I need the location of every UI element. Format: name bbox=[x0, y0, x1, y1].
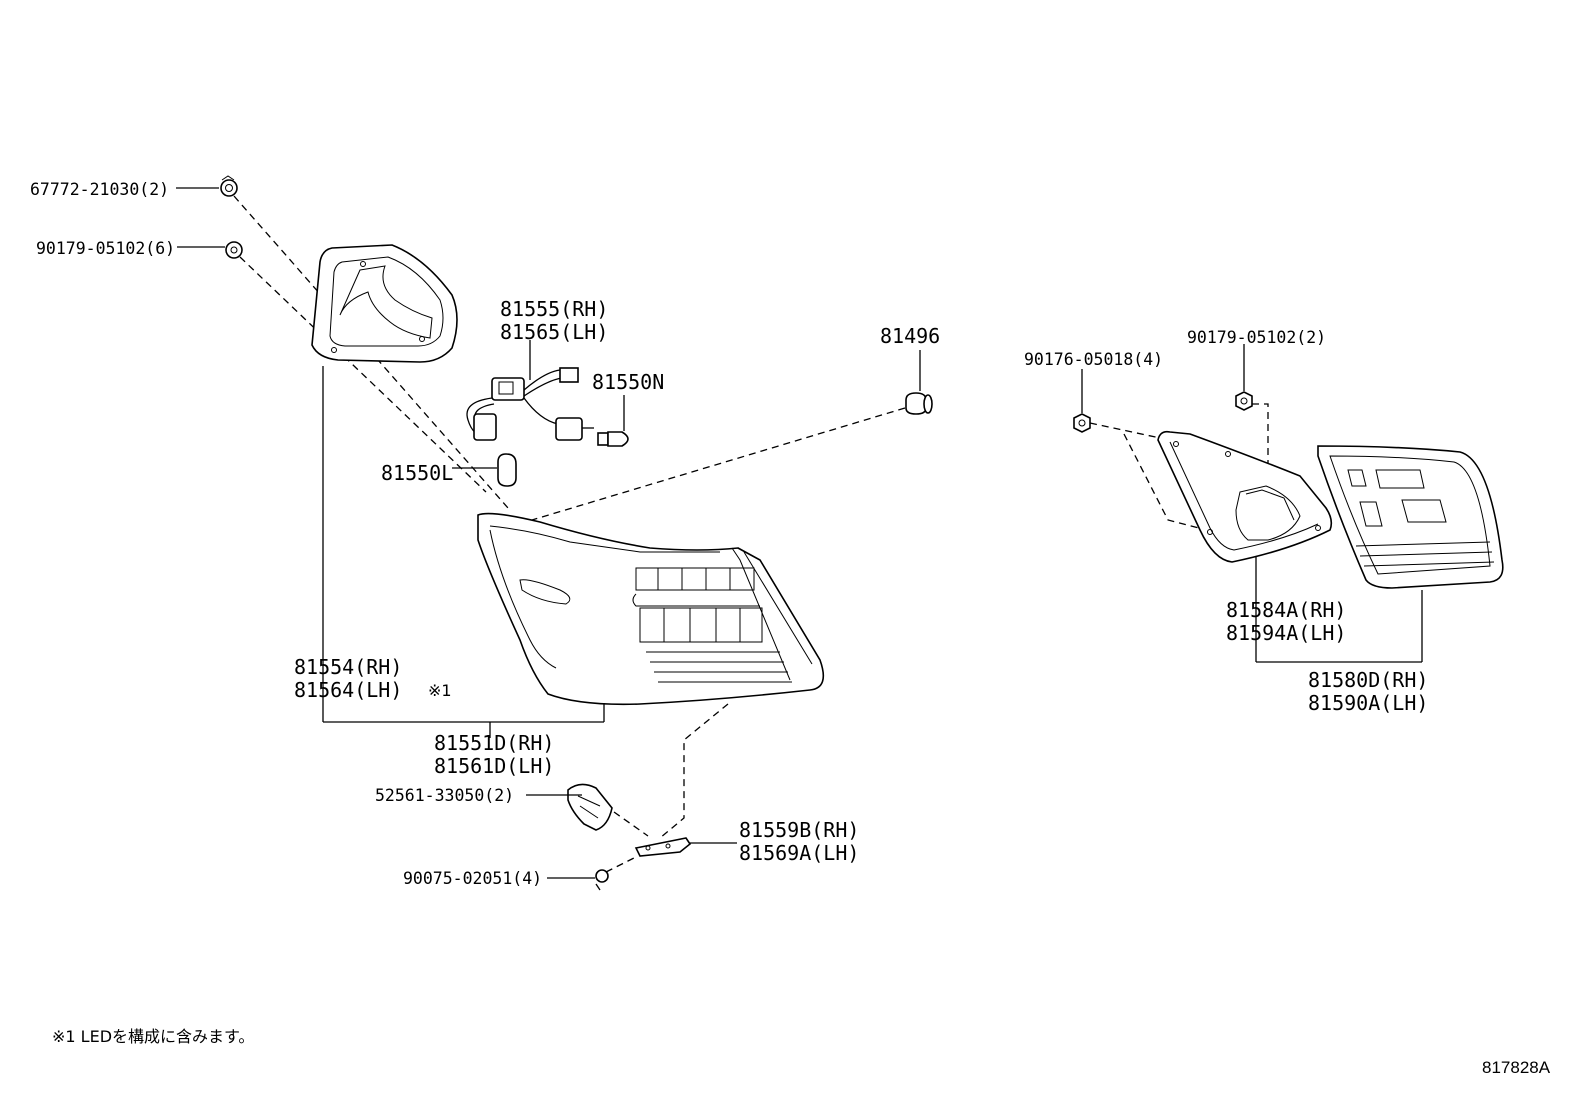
label-81555: 81555(RH) bbox=[500, 297, 608, 321]
label-81559B: 81559B(RH) bbox=[739, 818, 859, 842]
dash-lens-to-bracket bbox=[659, 703, 729, 839]
gasket-81554-icon bbox=[311, 244, 458, 363]
taillamp-81551D-icon bbox=[477, 512, 825, 706]
dash-90176-lower bbox=[1123, 433, 1215, 533]
label-81550N: 81550N bbox=[592, 370, 664, 394]
label-90179-left: 90179-05102(6) bbox=[36, 239, 175, 258]
inner-lamp-81580D-icon bbox=[1317, 445, 1504, 589]
gasket-81584A-icon bbox=[1157, 430, 1333, 563]
label-90075: 90075-02051(4) bbox=[403, 869, 542, 888]
retainer-52561-icon bbox=[567, 783, 613, 831]
label-81561D: 81561D(LH) bbox=[434, 754, 554, 778]
label-67772: 67772-21030(2) bbox=[30, 180, 169, 199]
label-81580D: 81580D(RH) bbox=[1308, 668, 1428, 692]
nut-90179-right-icon bbox=[1235, 391, 1253, 411]
label-81594A: 81594A(LH) bbox=[1226, 621, 1346, 645]
nut-90179-left-icon bbox=[225, 241, 243, 259]
clip-67772-icon bbox=[220, 175, 238, 197]
dash-90179-right bbox=[1252, 403, 1269, 464]
nut-90176-icon bbox=[1073, 413, 1091, 433]
label-81590A: 81590A(LH) bbox=[1308, 691, 1428, 715]
dash-grommet-to-lens bbox=[531, 407, 906, 521]
label-81551D: 81551D(RH) bbox=[434, 731, 554, 755]
dash-screw-to-bracket bbox=[605, 855, 639, 873]
label-81564: 81564(LH) bbox=[294, 678, 402, 702]
diagram-id: 817828A bbox=[1482, 1058, 1551, 1077]
label-90179-right: 90179-05102(2) bbox=[1187, 328, 1326, 347]
screw-90075-icon bbox=[595, 869, 609, 891]
grommet-81496-icon bbox=[905, 392, 933, 415]
label-81554: 81554(RH) bbox=[294, 655, 402, 679]
label-81584A: 81584A(RH) bbox=[1226, 598, 1346, 622]
bulb-81550N-icon bbox=[597, 431, 629, 447]
label-52561: 52561-33050(2) bbox=[375, 786, 514, 805]
bulb-81550L-icon bbox=[497, 453, 517, 487]
label-81569A: 81569A(LH) bbox=[739, 841, 859, 865]
bracket-81559B-icon bbox=[634, 837, 692, 857]
label-81550L: 81550L bbox=[381, 461, 453, 485]
dash-nut-to-lens bbox=[239, 256, 487, 493]
label-90176: 90176-05018(4) bbox=[1024, 350, 1163, 369]
label-81496: 81496 bbox=[880, 324, 940, 348]
label-81565: 81565(LH) bbox=[500, 320, 608, 344]
footnote: ※1 LEDを構成に含みます。 bbox=[52, 1027, 254, 1046]
dash-retainer-to-bracket bbox=[613, 811, 649, 837]
socket-wire-81555-icon bbox=[466, 367, 594, 441]
label-note-mark: ※1 bbox=[428, 681, 452, 700]
